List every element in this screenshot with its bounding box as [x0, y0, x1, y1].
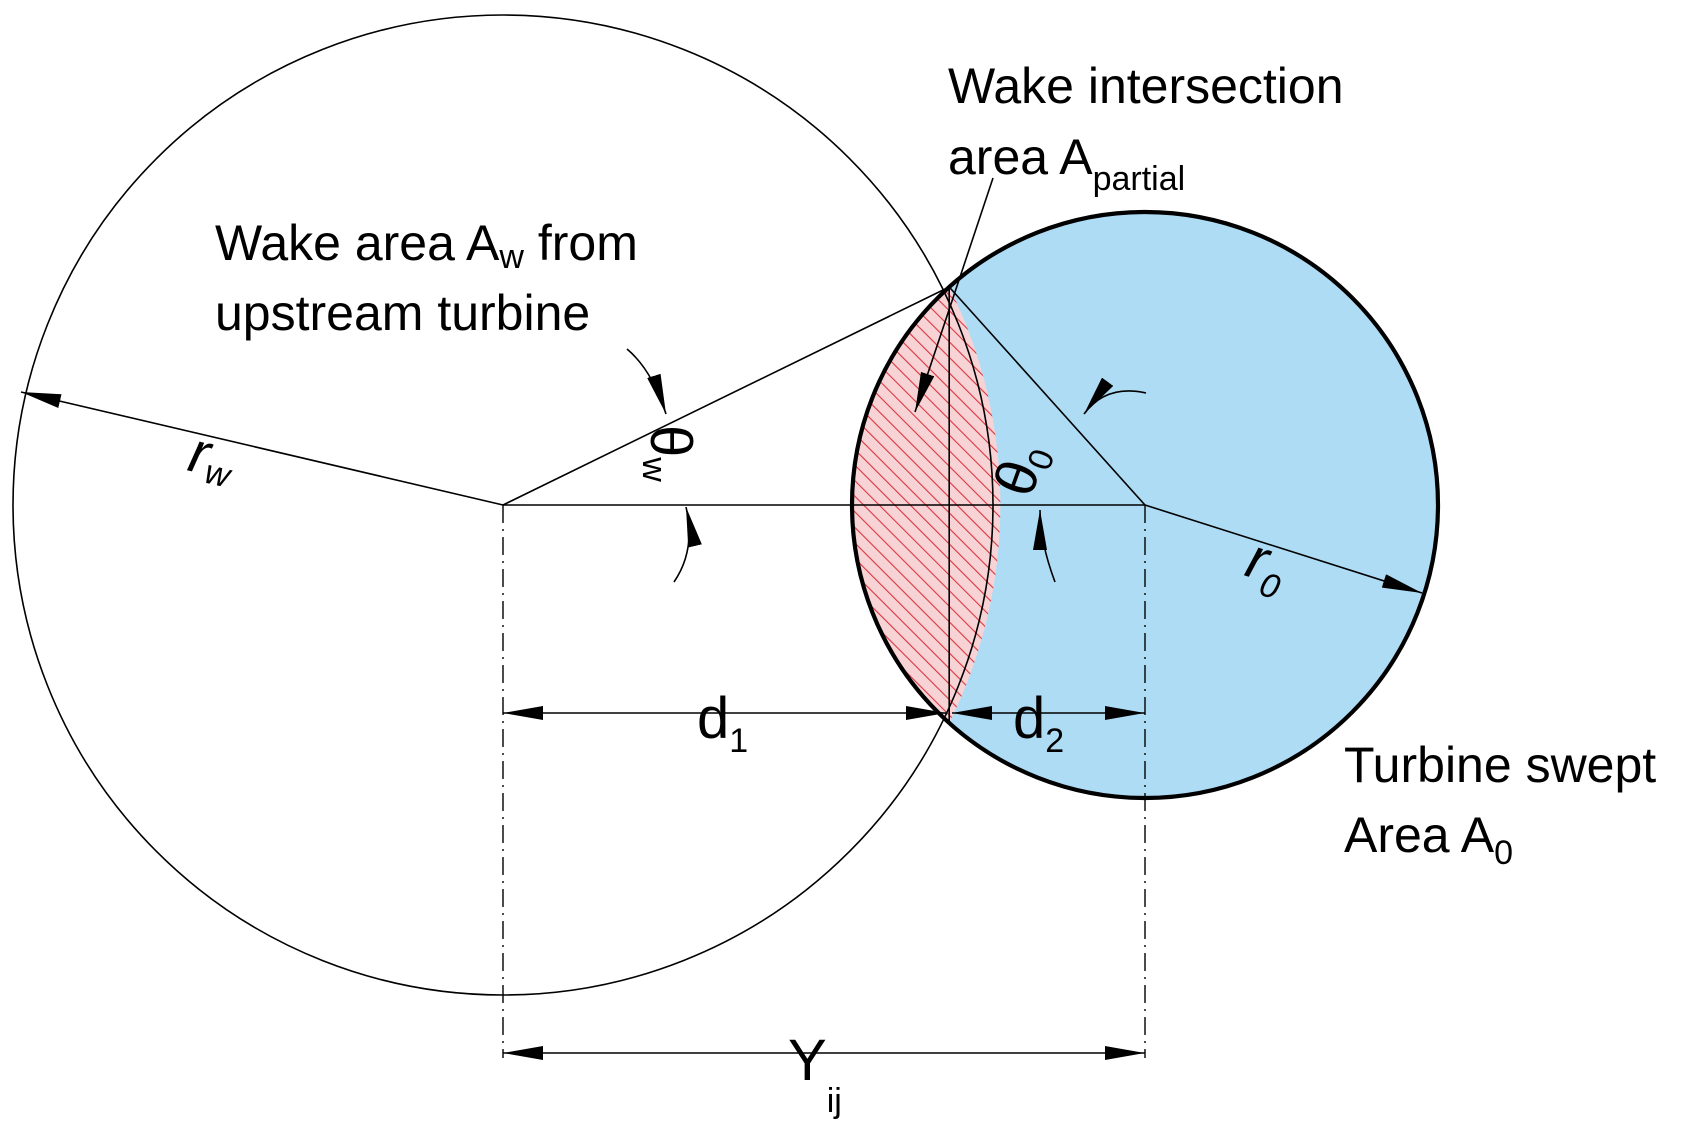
- d2-symbol-sub: 2: [1045, 722, 1064, 760]
- wake-area-label-sub: w: [498, 238, 524, 276]
- d2-symbol: d2: [1013, 686, 1064, 760]
- d1-symbol: d1: [697, 686, 748, 760]
- r-w-radius-line: [20, 391, 504, 506]
- wake-area-label-suffix: from: [524, 215, 638, 271]
- d1-symbol-sub: 1: [729, 722, 748, 760]
- wake-intersection-label-line2: area A: [948, 129, 1093, 185]
- yij-symbol-main: Y: [788, 1028, 827, 1093]
- r-0-radius-line: [1144, 504, 1423, 594]
- theta-0-top-arrow: [1083, 377, 1147, 415]
- theta-w-symbol-sub: w: [635, 456, 673, 482]
- turbine-swept-label-sub: 0: [1494, 834, 1513, 872]
- turbine-swept-label-line1: Turbine swept: [1344, 737, 1656, 793]
- theta-0-bottom-arrow: [1033, 509, 1056, 583]
- theta-w-symbol: θw: [635, 425, 703, 482]
- theta-w-symbol-main: θ: [638, 425, 703, 457]
- d1-symbol-main: d: [697, 686, 729, 751]
- wake-area-label-prefix: Wake area A: [215, 215, 500, 271]
- wake-area-label: Wake area Aw from upstream turbine: [215, 215, 652, 341]
- wake-intersection-label-line1: Wake intersection: [948, 58, 1344, 114]
- wake-intersection-label: Wake intersection area Apartial: [948, 58, 1357, 198]
- turbine-swept-label-line2: Area A: [1344, 807, 1495, 863]
- theta-w-bottom-arrow: [673, 506, 702, 583]
- turbine-radius-to-intersection: [948, 286, 1146, 506]
- r-w-symbol: rw: [182, 419, 242, 496]
- wake-area-label-line2: upstream turbine: [215, 285, 590, 341]
- wake-intersection-label-sub: partial: [1093, 160, 1186, 198]
- intersection-leader-arrow: [914, 177, 994, 413]
- d2-symbol-main: d: [1013, 686, 1045, 751]
- theta-w-top-arrow: [626, 348, 667, 415]
- wake-radius-to-intersection: [502, 286, 950, 506]
- yij-symbol-sub: ij: [827, 1082, 842, 1120]
- yij-symbol: Yij: [788, 1028, 842, 1120]
- turbine-swept-label: Turbine swept Area A0: [1344, 737, 1670, 872]
